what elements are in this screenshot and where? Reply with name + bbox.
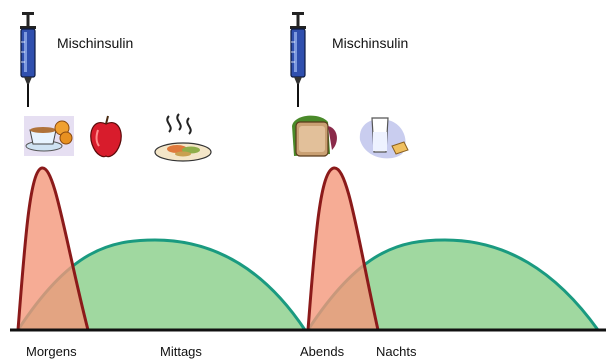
time-label-nachts: Nachts (376, 344, 416, 359)
apple-icon (91, 116, 121, 157)
syringe-icon (20, 12, 36, 107)
fast-insulin-curve-evening (308, 168, 378, 330)
milk-glass-icon (360, 118, 408, 158)
breakfast-tea-icon (24, 116, 74, 156)
injection-label-evening: Mischinsulin (332, 35, 408, 51)
fast-insulin-curve-morning (18, 168, 88, 330)
time-label-mittags: Mittags (160, 344, 202, 359)
syringe-icon (290, 12, 306, 107)
injection-label-morning: Mischinsulin (57, 35, 133, 51)
sandwich-icon (292, 116, 337, 156)
time-label-morgens: Morgens (26, 344, 77, 359)
hot-meal-plate-icon (155, 114, 211, 161)
time-label-abends: Abends (300, 344, 344, 359)
